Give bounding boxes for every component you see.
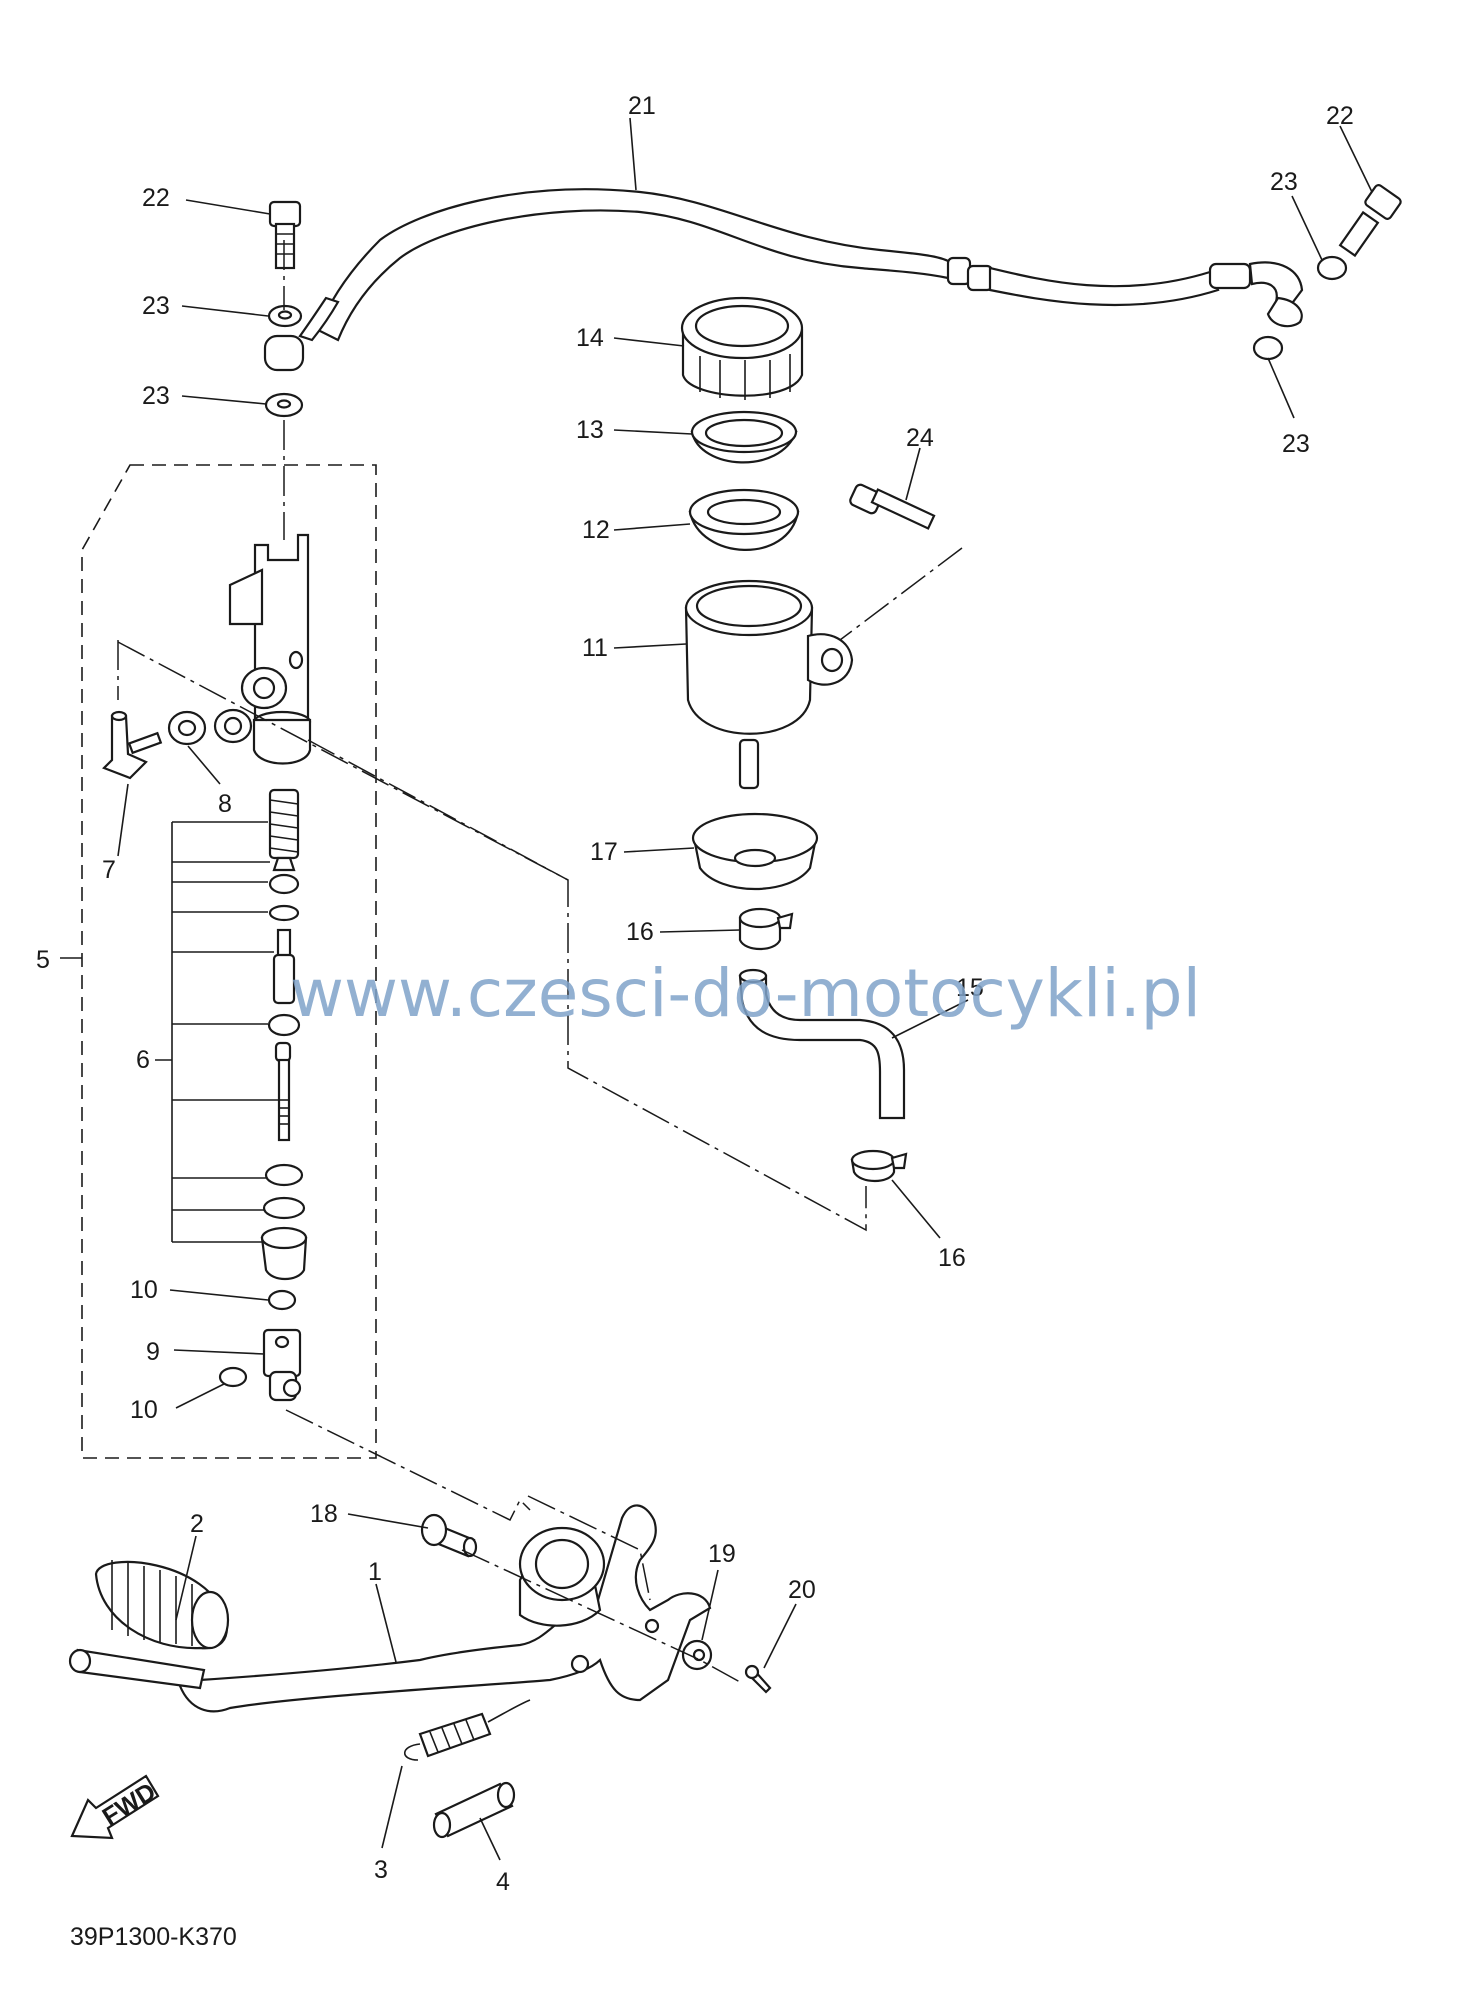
spring-seat [272, 856, 296, 872]
reference-code: 39P1300-K370 [70, 1923, 237, 1951]
callout-22-right: 22 [1326, 102, 1354, 130]
cotter-pin [744, 1664, 772, 1694]
brake-pedal [68, 1504, 712, 1713]
reservoir-mounting-bolt [849, 483, 936, 530]
spring [268, 788, 300, 860]
dust-boot [260, 1226, 308, 1281]
banjo-fitting-left [263, 334, 305, 372]
callout-5: 5 [36, 946, 50, 974]
piston [272, 928, 296, 1005]
washer-19 [681, 1639, 713, 1671]
callout-1: 1 [368, 1558, 382, 1586]
banjo-bolt-left [268, 200, 302, 270]
callout-12: 12 [582, 516, 610, 544]
callout-7: 7 [102, 856, 116, 884]
callout-14: 14 [576, 324, 604, 352]
callout-23-lower-right: 23 [1282, 430, 1310, 458]
callout-9: 9 [146, 1338, 160, 1366]
hose-clip-upper [738, 907, 794, 951]
callout-24: 24 [906, 424, 934, 452]
washer-hole [276, 399, 292, 409]
return-spring [403, 1699, 531, 1761]
callout-16-lower: 16 [938, 1244, 966, 1272]
hose-clip-lower [850, 1149, 908, 1183]
master-cylinder-assembly-boundary [81, 464, 377, 1459]
o-ring-joint [167, 710, 207, 746]
watermark-text: www.czesci-do-motocykli.pl [290, 955, 1201, 1032]
primary-cup [268, 873, 300, 895]
callout-19: 19 [708, 1540, 736, 1568]
callout-6: 6 [136, 1046, 150, 1074]
callout-15: 15 [956, 974, 984, 1002]
copper-washer-upper-right [1316, 255, 1348, 281]
copper-washer-lower-right [1252, 335, 1284, 361]
callout-10-lower: 10 [130, 1396, 158, 1424]
brake-fluid-reservoir [684, 579, 854, 790]
callout-13: 13 [576, 416, 604, 444]
pedal-pin [420, 1513, 478, 1558]
callout-16-upper: 16 [626, 918, 654, 946]
reservoir-grommet [691, 812, 819, 891]
callout-23-upper-left: 23 [142, 292, 170, 320]
callout-20: 20 [788, 1576, 816, 1604]
callout-3: 3 [374, 1856, 388, 1884]
washer-hole [277, 310, 293, 320]
secondary-cup [267, 1013, 301, 1037]
callout-11: 11 [582, 634, 608, 662]
nut-upper [267, 1289, 297, 1311]
master-cylinder-body [213, 533, 312, 765]
banjo-bolt-right [1338, 184, 1402, 258]
callout-labels: 21 22 23 23 22 23 23 14 13 12 11 24 17 1… [36, 92, 1354, 1896]
washer-small [268, 904, 300, 922]
callout-21: 21 [628, 92, 656, 120]
circlip [262, 1196, 306, 1220]
callout-23-upper-right: 23 [1270, 168, 1298, 196]
clevis [262, 1328, 302, 1402]
assembly-lines [117, 240, 963, 1683]
reservoir-diaphragm [688, 488, 800, 551]
kit-bracket [155, 821, 278, 1243]
brake-hose [298, 188, 1304, 342]
callout-23-lower-left: 23 [142, 382, 170, 410]
callout-22-left: 22 [142, 184, 170, 212]
callout-10-upper: 10 [130, 1276, 158, 1304]
callout-17: 17 [590, 838, 618, 866]
washer-rod [264, 1163, 304, 1187]
push-rod [274, 1041, 292, 1142]
reservoir-hose [738, 968, 906, 1120]
forward-direction-arrow: FWD [70, 1774, 161, 1840]
callout-8: 8 [218, 790, 232, 818]
pedal-footrest-rubber [94, 1560, 230, 1650]
callout-4: 4 [496, 1868, 510, 1896]
diaphragm-plate [690, 410, 798, 464]
leader-lines [117, 117, 1373, 1861]
nut-lower [218, 1366, 248, 1388]
callout-2: 2 [190, 1510, 204, 1538]
hose-joint [102, 710, 163, 780]
callout-18: 18 [310, 1500, 338, 1528]
reservoir-cap [680, 296, 804, 400]
spring-sleeve [432, 1781, 516, 1839]
